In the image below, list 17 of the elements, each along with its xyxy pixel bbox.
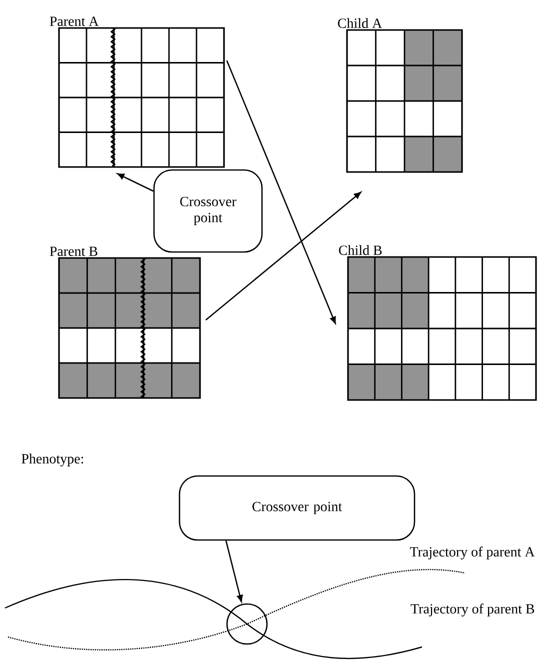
arrow <box>117 173 154 192</box>
text-label: Trajectory of parent A <box>410 546 535 560</box>
arrow <box>226 60 336 324</box>
node-label: Parent A <box>50 16 99 26</box>
arrow <box>225 540 243 602</box>
node-label: Child A <box>338 18 382 28</box>
rounded-box: Crossover point <box>178 475 416 541</box>
crossover-circle <box>226 603 268 645</box>
grid-box: Parent A <box>50 16 225 168</box>
text-label: Phenotype: <box>22 454 84 466</box>
rounded-box: Crossover point <box>153 169 263 253</box>
text-label: Trajectory of parent B <box>410 604 534 616</box>
node-label: Parent B <box>50 246 98 256</box>
node-label: Child B <box>338 245 382 256</box>
grid-box: Child A <box>338 18 463 173</box>
arrow <box>205 192 362 320</box>
grid-box: Child B <box>338 245 537 401</box>
